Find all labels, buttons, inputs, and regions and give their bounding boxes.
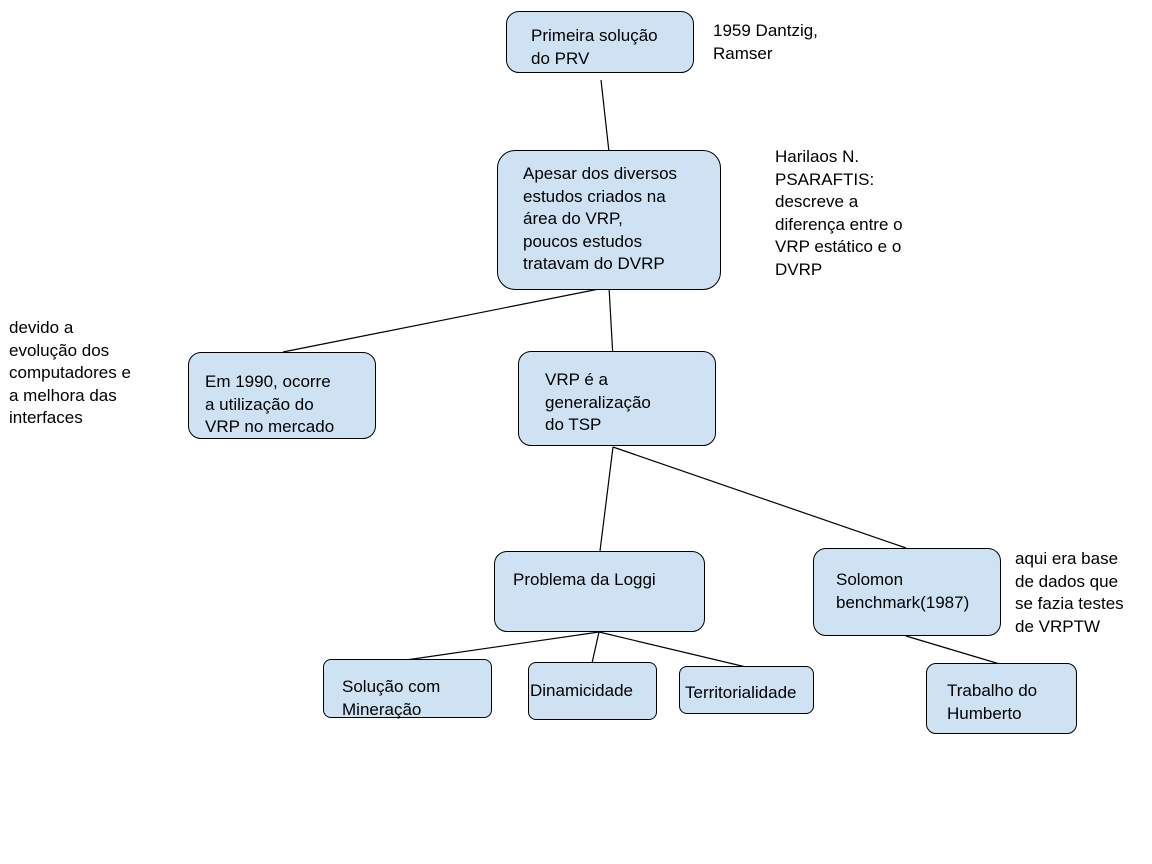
node-dinamicidade[interactable]: Dinamicidade [528, 662, 657, 720]
node-vrp-generalizacao[interactable]: VRP é a generalização do TSP [518, 351, 716, 446]
connector-vrp-to-solomon [612, 446, 907, 549]
connector-loggi-to-territorialidade [598, 631, 747, 668]
connector-solomon-to-humberto [905, 635, 1004, 666]
node-trabalho-humberto[interactable]: Trabalho do Humberto [926, 663, 1077, 734]
node-solucao-mineracao[interactable]: Solução com Mineração [323, 659, 492, 719]
note-dantzig-ramser: 1959 Dantzig, Ramser [713, 21, 818, 63]
connector-loggi-to-dinamicidade [591, 631, 600, 664]
connector-loggi-to-solucao [405, 631, 600, 661]
node-apesar-estudos[interactable]: Apesar dos diversos estudos criados na á… [497, 150, 721, 290]
note-devido-evolucao: devido a evolução dos computadores e a m… [9, 318, 131, 427]
connector-vrp-to-loggi [599, 446, 614, 552]
connector-apesar-to-em1990 [282, 286, 610, 353]
note-aqui-era-base: aqui era base de dados que se fazia test… [1015, 549, 1124, 636]
node-problema-loggi[interactable]: Problema da Loggi [494, 551, 705, 632]
connector-primeira-to-apesar [600, 79, 610, 153]
connector-apesar-to-vrp [608, 286, 614, 359]
note-psaraftis: Harilaos N. PSARAFTIS: descreve a difere… [775, 147, 903, 279]
node-solomon-benchmark[interactable]: Solomon benchmark(1987) [813, 548, 1001, 636]
node-primeira-solucao[interactable]: Primeira solução do PRV [506, 11, 694, 73]
node-em-1990[interactable]: Em 1990, ocorre a utilização do VRP no m… [188, 352, 376, 439]
node-territorialidade[interactable]: Territorialidade [679, 666, 814, 714]
